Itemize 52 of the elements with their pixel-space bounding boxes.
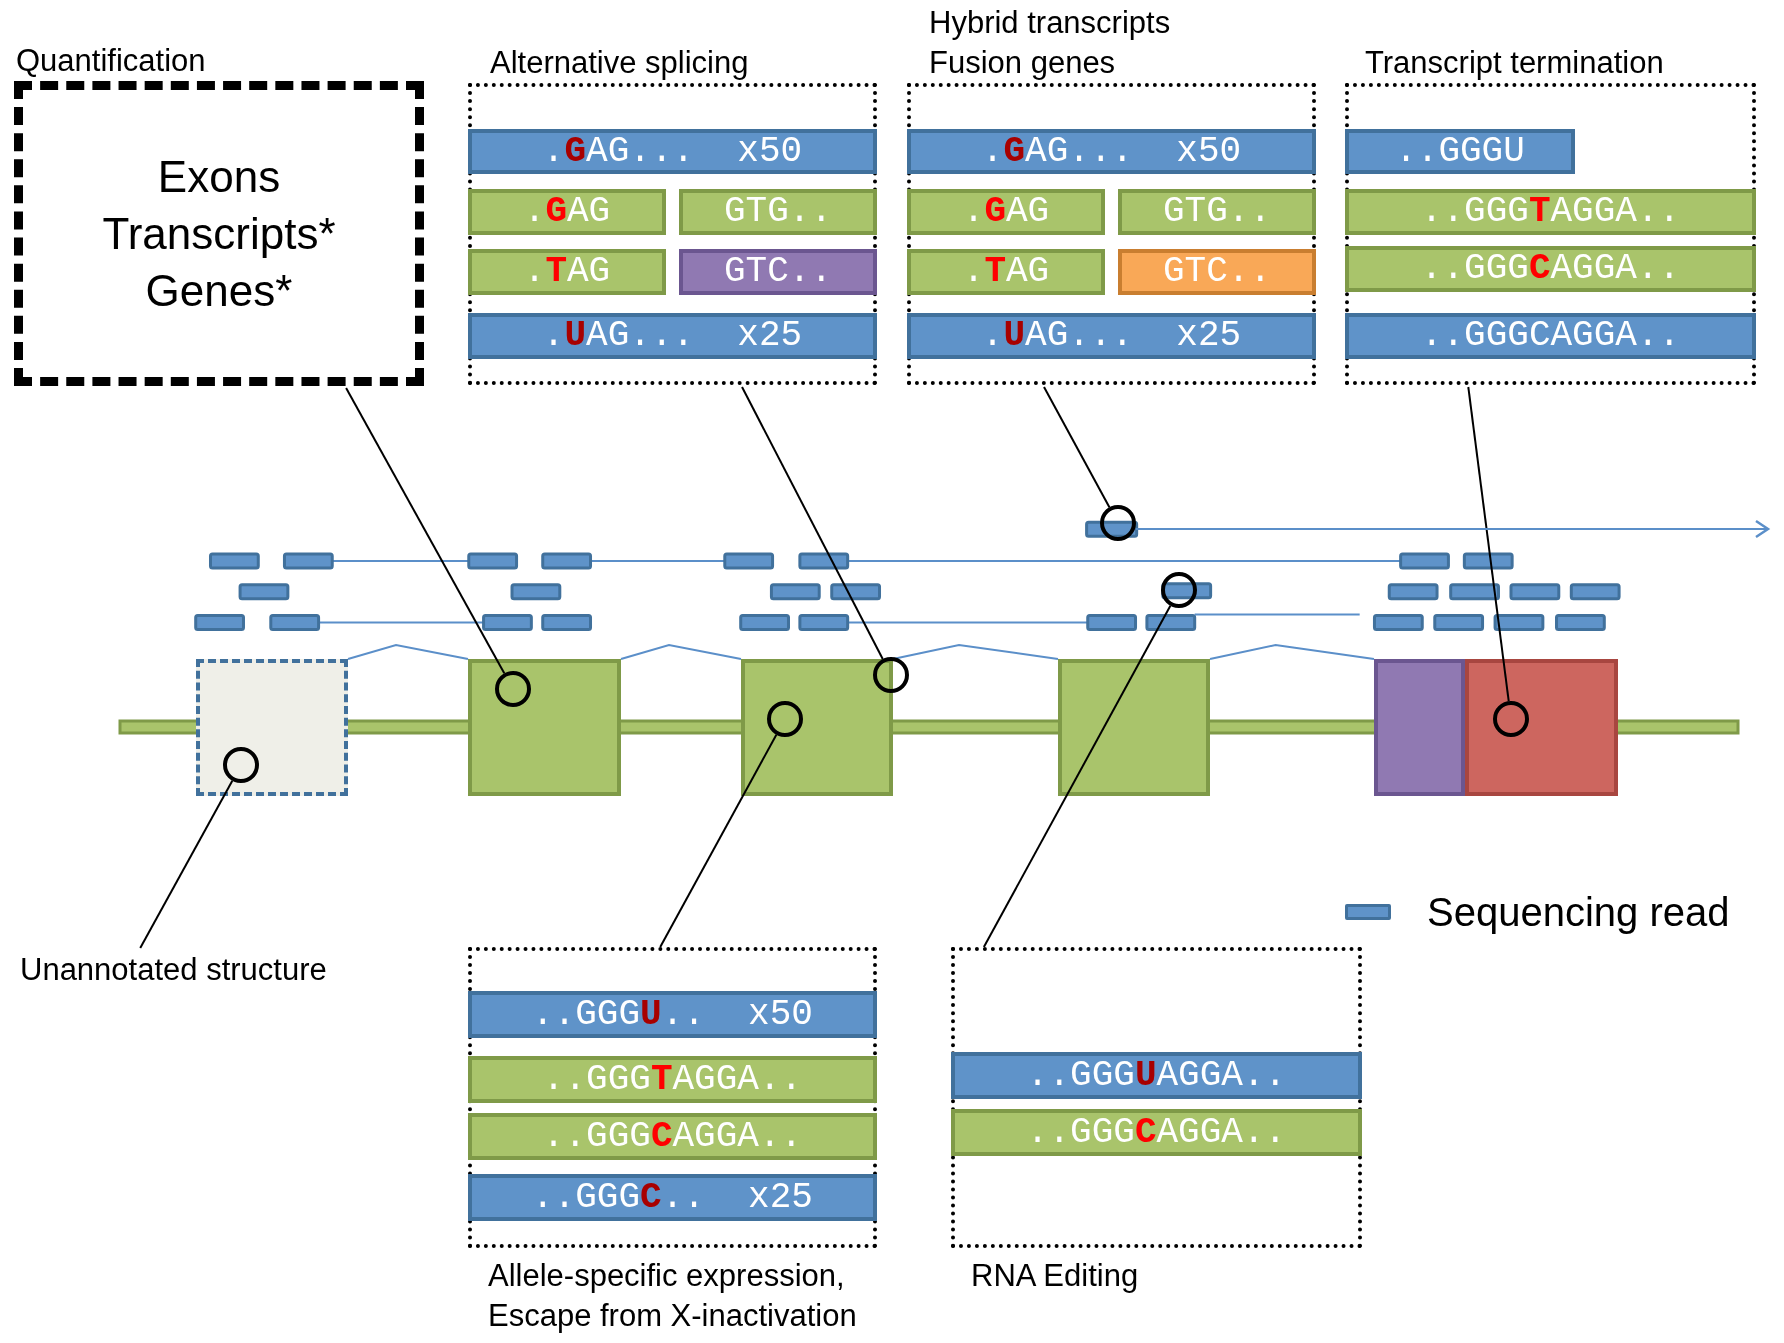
sequence-read-bar: ..GGGU.. x50 xyxy=(468,991,877,1038)
sequence-read-bar: ..GGGTAGGA.. xyxy=(1345,189,1756,235)
sequence-read-bar: ..GGGCAGGA.. xyxy=(1345,246,1756,292)
panel-text: Genes* xyxy=(145,265,293,317)
sequence-read-bar: GTG.. xyxy=(1118,189,1316,235)
leader-line xyxy=(982,604,1172,948)
splice-junction-line xyxy=(1209,644,1375,660)
panel-heading: Allele-specific expression, xyxy=(488,1257,846,1295)
sequence-read-bar: .UAG... x25 xyxy=(907,313,1316,359)
sequence-read-bar: .TAG xyxy=(468,249,666,295)
leader-line xyxy=(1467,386,1510,703)
sequence-read-bar: .GAG xyxy=(468,189,666,235)
exon-box xyxy=(741,659,893,796)
leader-line xyxy=(741,386,884,660)
sequence-read-bar: .TAG xyxy=(907,249,1105,295)
sequence-read-bar: ..GGGCAGGA.. xyxy=(468,1113,877,1160)
transcript-arrow xyxy=(1135,519,1770,539)
sequence-read-bar: ..GGGUAGGA.. xyxy=(951,1052,1362,1099)
panel-heading: Hybrid transcripts xyxy=(929,4,1172,42)
sequence-read-bar: ..GGGTAGGA.. xyxy=(468,1056,877,1103)
splice-junction-line xyxy=(347,643,469,660)
sequence-read-bar: .GAG... x50 xyxy=(468,129,877,174)
sequence-read-bar: .GAG xyxy=(907,189,1105,235)
panel-heading: RNA Editing xyxy=(971,1257,1140,1295)
sequence-read-bar: GTC.. xyxy=(1118,249,1316,295)
exon-box xyxy=(468,659,621,796)
sequence-read-bar: GTC.. xyxy=(679,249,877,295)
sequence-read-bar: ..GGGCAGGA.. xyxy=(1345,313,1756,359)
sequence-read-bar: GTG.. xyxy=(679,189,877,235)
sequence-read-bar: ..GGGC.. x25 xyxy=(468,1174,877,1221)
panel-heading: Escape from X-inactivation xyxy=(488,1297,858,1335)
splice-junction-line xyxy=(620,643,742,660)
panel-heading: Quantification xyxy=(16,42,207,80)
panel-heading: Alternative splicing xyxy=(490,44,750,82)
sequence-read-bar: ..GGGU xyxy=(1345,129,1575,174)
panel-heading: Transcript termination xyxy=(1365,44,1665,82)
leader-line xyxy=(345,387,506,675)
sequence-read-bar: .GAG... x50 xyxy=(907,129,1316,174)
panel-text: Transcripts* xyxy=(102,208,336,260)
leader-line xyxy=(659,733,778,948)
legend-label: Sequencing read xyxy=(1427,889,1730,936)
sequence-read-bar: ..GGGCAGGA.. xyxy=(951,1109,1362,1156)
panel-heading: Fusion genes xyxy=(929,44,1117,82)
leader-line xyxy=(139,779,234,949)
leader-line xyxy=(1043,386,1111,509)
annotation-text: Unannotated structure xyxy=(20,948,327,992)
unannotated-exon-box xyxy=(196,659,348,796)
exon-box xyxy=(1374,659,1465,796)
sequence-read-bar: .UAG... x25 xyxy=(468,313,877,359)
exon-box xyxy=(1058,659,1210,796)
panel-text: Exons xyxy=(157,151,281,203)
exon-box xyxy=(1465,659,1618,796)
